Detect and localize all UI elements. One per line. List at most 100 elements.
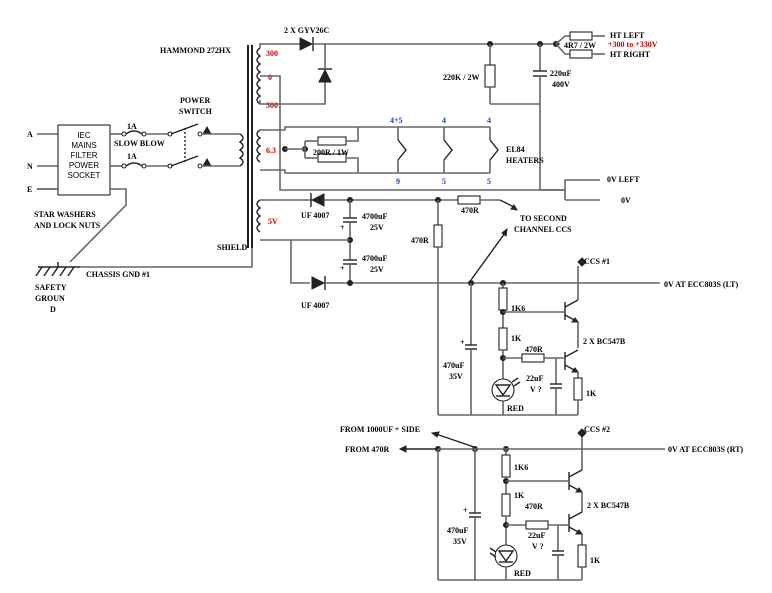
cap4700b-l1: 4700uF (362, 254, 387, 263)
fuse1-label: 1A (127, 122, 137, 131)
ccs2-cap22-l2: V ? (532, 542, 544, 551)
diode-icon (318, 68, 332, 83)
ccs1-r1k6-label: 1K6 (511, 304, 525, 313)
ccs2-r1k6-label: 1K6 (514, 463, 528, 472)
fuse1-icon (121, 131, 127, 137)
pin-top-2: 4 (442, 116, 446, 125)
ccs2-cap470-l1: 470uF (447, 526, 468, 535)
ccs1-transistors: 2 X BC547B (583, 337, 626, 346)
ccs1-r1k-b (573, 377, 583, 401)
iec-line3: FILTER (71, 151, 98, 160)
ht-left-resistor (569, 31, 593, 41)
mains-section: A N E IEC MAINS FILTER POWER SOCKET 1A S… (27, 96, 253, 314)
ht-cap-l1: 220uF (550, 69, 571, 78)
ccs1-cap22-l2: V ? (530, 385, 542, 394)
uf4007-top-label: UF 4007 (301, 211, 329, 220)
ccs2-led-label: RED (514, 569, 531, 578)
heater-resistor-top (317, 136, 347, 146)
pin-bot-1: 9 (396, 177, 400, 186)
diode-icon (299, 37, 314, 51)
heater-filament-icon (443, 127, 453, 173)
r470-top-label: 470R (461, 206, 479, 215)
ht-section: 2 X GYV26C 220K / 2W 220uF 4 0 0V (259, 26, 658, 205)
bleeder-label: 220K / 2W (443, 73, 479, 82)
ccs2-r1k (501, 493, 511, 517)
ccs1-plus: + (460, 338, 465, 347)
iec-line4: POWER (69, 161, 99, 170)
ccs2: FROM 1000UF + SIDE FROM 470R 0V AT ECC80… (340, 425, 743, 581)
ov-label: 0V (621, 196, 631, 205)
rectifier-label: 2 X GYV26C (284, 26, 330, 35)
led-icon (489, 544, 518, 568)
ccs2-label: CCS #2 (584, 425, 610, 434)
chassis-gnd-label: CHASSIS GND #1 (86, 270, 150, 279)
tap-300-bottom: 300 (266, 101, 278, 110)
ccs2-transistors: 2 X BC547B (587, 501, 630, 510)
ccs2-r470 (525, 520, 549, 530)
transformer-label: HAMMOND 272HX (160, 46, 231, 55)
ccs1-cap22-l1: 22uF (526, 374, 543, 383)
heater-filament-icon (489, 127, 499, 173)
star-washers-l1: STAR WASHERS (34, 210, 96, 219)
ccs1-r470-label: 470R (525, 345, 543, 354)
ccs1-cap470-l1: 470uF (443, 361, 464, 370)
label-e: E (27, 185, 32, 194)
r470-top (457, 195, 481, 205)
to-second-l1: TO SECOND (520, 214, 567, 223)
bleeder-resistor (484, 64, 496, 88)
chassis-ground-icon (35, 262, 80, 277)
ccs2-rail: 0V AT ECC803S (RT) (668, 445, 743, 454)
heaters-l2: HEATERS (506, 156, 544, 165)
from-470-label: FROM 470R (345, 445, 389, 454)
iec-line2: MAINS (71, 141, 96, 150)
ccs2-cap22-l1: 22uF (528, 531, 545, 540)
fuse2-label: 1A (127, 152, 137, 161)
from-1000-label: FROM 1000UF + SIDE (340, 425, 420, 434)
pin-top-1: 4+5 (390, 116, 403, 125)
iec-line1: IEC (77, 131, 91, 140)
ccs2-r1k-label: 1K (514, 491, 525, 500)
transistor-icon (564, 299, 579, 323)
diode-icon (311, 276, 326, 290)
uf4007-bot-label: UF 4007 (301, 301, 329, 310)
heater-filament-icon (397, 127, 407, 173)
ccs1-r1k6 (498, 287, 508, 311)
ccs1-node-icon (577, 257, 587, 267)
cap4700a-l2: 25V (370, 223, 384, 232)
ov-left-label: 0V LEFT (607, 175, 640, 184)
label-n: N (27, 162, 33, 171)
transformer: HAMMOND 272HX SHIELD 300 0 300 6.3 5V (160, 45, 278, 252)
ccs2-plus: + (463, 506, 468, 515)
ccs2-node-icon (577, 428, 587, 438)
to-second-l2: CHANNEL CCS (514, 225, 572, 234)
ccs2-r1k6 (501, 454, 511, 478)
ccs1-rail: 0V AT ECC803S (LT) (664, 280, 739, 289)
slow-blow-label: SLOW BLOW (114, 139, 165, 148)
tap-5v: 5V (268, 217, 278, 226)
ccs2-r1k-b (577, 544, 587, 568)
ccs1-r470 (521, 353, 545, 363)
label-a: A (27, 130, 33, 139)
r470-vert-label: 470R (411, 236, 429, 245)
r470-vertical (433, 224, 443, 248)
led-icon (491, 377, 521, 402)
ccs2-cap470-l2: 35V (453, 537, 467, 546)
shield-label: SHIELD (217, 243, 247, 252)
fuse2-icon (121, 163, 127, 169)
heaters-l1: EL84 (506, 145, 525, 154)
tap-0: 0 (268, 73, 272, 82)
power-switch-icon (167, 123, 212, 169)
heater-res-label: 200R / 1W (313, 148, 349, 157)
pin-bot-3: 5 (487, 177, 491, 186)
ccs1-label: CCS #1 (584, 257, 610, 266)
supply-5v: UF 4007 + 4700uF 25V + 4700uF 25V UF 400… (260, 193, 660, 415)
cap4700b-l2: 25V (370, 265, 384, 274)
iec-line5: SOCKET (68, 171, 101, 180)
heater-section: 200R / 1W 4+5 4 4 9 5 5 EL84 HEATERS (260, 116, 544, 186)
ccs1-r1k-b-label: 1K (586, 389, 597, 398)
ht-right-resistor (569, 49, 593, 59)
power-switch-l1: POWER (180, 96, 210, 105)
iec-socket-box (57, 124, 111, 196)
pin-bot-2: 5 (442, 177, 446, 186)
transistor-icon (564, 349, 579, 373)
